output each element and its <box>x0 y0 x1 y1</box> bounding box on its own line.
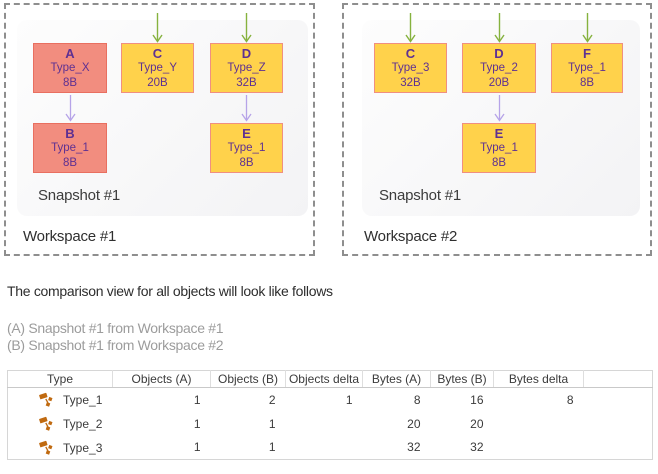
column-header-bytes-b: Bytes (B) <box>430 370 494 388</box>
column-header-objects-b: Objects (B) <box>210 370 286 388</box>
node-type: Type_Y <box>138 62 177 74</box>
caption-text: The comparison view for all objects will… <box>7 283 333 299</box>
node-id: E <box>242 126 251 141</box>
legend-snapshot-a: (A) Snapshot #1 from Workspace #1 <box>7 320 224 336</box>
node-id: F <box>583 46 591 61</box>
legend-snapshot-b: (B) Snapshot #1 from Workspace #2 <box>7 337 224 353</box>
objects-delta-cell <box>286 412 363 436</box>
node-type: Type_Z <box>227 62 266 74</box>
column-header-objects-delta: Objects delta <box>285 370 363 388</box>
type-icon <box>39 440 55 455</box>
bytes-a-cell: 32 <box>407 440 421 455</box>
node-f: F Type_1 8B <box>551 43 623 93</box>
workspace-label-1: Workspace #1 <box>23 228 117 245</box>
node-a: A Type_X 8B <box>33 43 107 93</box>
node-size: 8B <box>62 77 78 89</box>
node-type: Type_3 <box>391 62 430 74</box>
column-header-objects-a: Objects (A) <box>112 370 211 388</box>
node-type: Type_1 <box>227 142 266 154</box>
table-header-row: Type Objects (A) Objects (B) Objects del… <box>7 370 653 388</box>
node-e-ws1: E Type_1 8B <box>210 123 283 173</box>
node-id: C <box>405 46 416 61</box>
node-size: 32B <box>400 77 421 89</box>
column-header-bytes-delta: Bytes delta <box>493 370 584 388</box>
node-id: A <box>65 46 75 61</box>
node-c-ws2: C Type_3 32B <box>374 43 447 93</box>
node-id: D <box>494 46 504 61</box>
objects-delta-cell: 1 <box>345 392 353 407</box>
objects-b-cell: 2 <box>268 392 276 407</box>
workspace-1-panel <box>4 3 315 256</box>
type-name: Type_2 <box>63 417 103 431</box>
node-e-ws2: E Type_1 8B <box>462 123 536 173</box>
bytes-delta-cell <box>494 412 584 436</box>
workspace-2-panel <box>342 3 652 256</box>
node-c-ws1: C Type_Y 20B <box>121 43 194 93</box>
node-id: D <box>241 46 252 61</box>
node-id: B <box>65 126 75 141</box>
type-name: Type_1 <box>63 393 103 408</box>
column-header-filler <box>583 370 653 388</box>
node-b: B Type_1 8B <box>33 123 107 173</box>
table-row: Type_2 1 1 20 20 <box>8 412 653 436</box>
bytes-delta-cell: 8 <box>566 392 574 407</box>
node-size: 32B <box>236 77 257 89</box>
column-header-type: Type <box>7 370 113 388</box>
objects-b-cell: 1 <box>268 416 276 431</box>
node-size: 8B <box>491 157 507 169</box>
type-cell: Type_3 <box>8 436 113 460</box>
filler-cell <box>584 412 653 436</box>
node-type: Type_1 <box>51 142 89 154</box>
workspace-label-2: Workspace #2 <box>364 228 458 245</box>
node-size: 20B <box>147 77 168 89</box>
objects-a-cell: 1 <box>193 416 201 431</box>
type-cell: Type_2 <box>8 412 113 436</box>
type-name: Type_3 <box>63 440 103 455</box>
bytes-b-cell: 20 <box>470 416 484 431</box>
bytes-delta-cell <box>494 436 584 460</box>
node-d-ws1: D Type_Z 32B <box>210 43 283 93</box>
bytes-b-cell: 16 <box>470 392 484 407</box>
snapshot-label-ws1: Snapshot #1 <box>38 187 121 204</box>
snapshot-label-ws2: Snapshot #1 <box>379 187 462 204</box>
table-row: Type_1 1 2 1 8 16 8 <box>8 388 653 412</box>
bytes-a-cell: 20 <box>407 416 421 431</box>
type-icon <box>39 392 55 407</box>
filler-cell <box>584 436 653 460</box>
node-type: Type_1 <box>568 62 606 74</box>
node-d-ws2: D Type_2 20B <box>462 43 536 93</box>
table-row: Type_3 1 1 32 32 <box>8 436 653 460</box>
objects-a-cell: 1 <box>193 440 201 455</box>
node-type: Type_2 <box>480 62 518 74</box>
node-size: 8B <box>579 77 595 89</box>
node-size: 20B <box>488 77 510 89</box>
type-icon <box>39 416 55 431</box>
objects-a-cell: 1 <box>193 392 201 407</box>
node-size: 8B <box>239 157 254 169</box>
filler-cell <box>584 388 653 412</box>
bytes-a-cell: 8 <box>413 392 421 407</box>
node-id: C <box>152 46 163 61</box>
objects-b-cell: 1 <box>268 440 276 455</box>
column-header-bytes-a: Bytes (A) <box>362 370 431 388</box>
node-type: Type_X <box>50 62 90 74</box>
node-id: E <box>494 126 504 141</box>
bytes-b-cell: 32 <box>470 440 484 455</box>
type-cell: Type_1 <box>8 388 113 412</box>
comparison-table: Type Objects (A) Objects (B) Objects del… <box>7 370 653 461</box>
node-size: 8B <box>62 157 78 169</box>
node-type: Type_1 <box>480 142 518 154</box>
objects-delta-cell <box>286 436 363 460</box>
